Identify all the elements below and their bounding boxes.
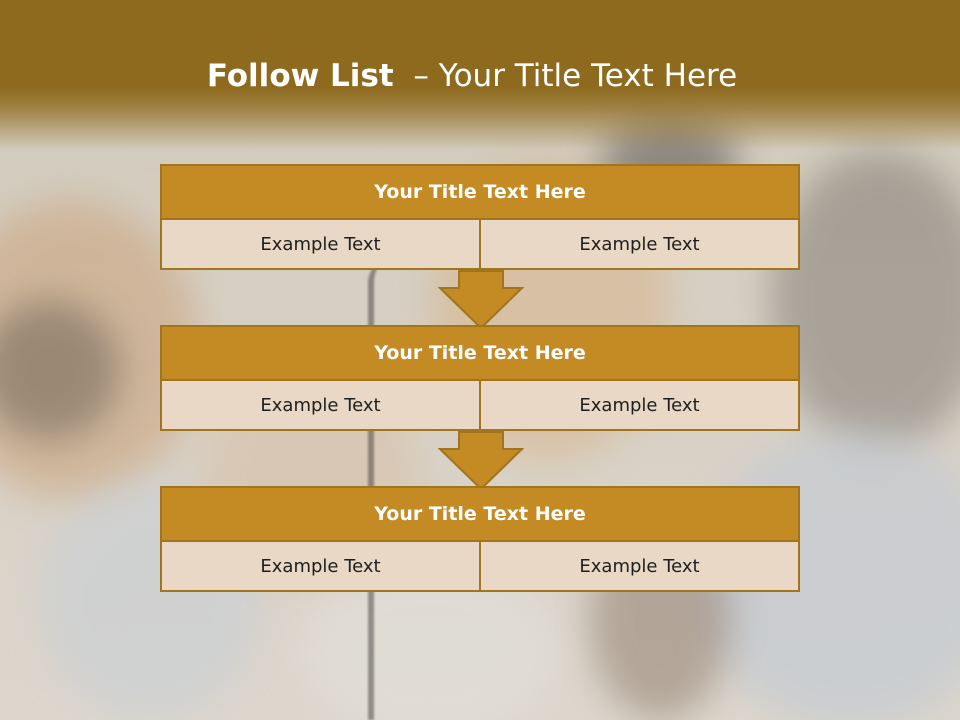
block-row: Example Text Example Text xyxy=(160,381,800,431)
slide-title-rest: – Your Title Text Here xyxy=(393,58,738,94)
slide-title: Follow List – Your Title Text Here xyxy=(0,54,944,98)
block-cell-left[interactable]: Example Text xyxy=(160,381,481,431)
block-cell-right[interactable]: Example Text xyxy=(481,542,800,592)
block-row: Example Text Example Text xyxy=(160,220,800,270)
block-row: Example Text Example Text xyxy=(160,542,800,592)
list-block-1: Your Title Text Here Example Text Exampl… xyxy=(160,164,800,270)
down-arrow-icon xyxy=(438,270,524,330)
block-cell-right[interactable]: Example Text xyxy=(481,381,800,431)
list-block-2: Your Title Text Here Example Text Exampl… xyxy=(160,325,800,431)
header-band xyxy=(0,0,960,150)
block-title[interactable]: Your Title Text Here xyxy=(160,164,800,220)
block-title[interactable]: Your Title Text Here xyxy=(160,486,800,542)
down-arrow-icon xyxy=(438,431,524,491)
block-title[interactable]: Your Title Text Here xyxy=(160,325,800,381)
block-cell-left[interactable]: Example Text xyxy=(160,220,481,270)
block-cell-left[interactable]: Example Text xyxy=(160,542,481,592)
list-block-3: Your Title Text Here Example Text Exampl… xyxy=(160,486,800,592)
block-cell-right[interactable]: Example Text xyxy=(481,220,800,270)
slide-title-bold: Follow List xyxy=(206,58,394,94)
